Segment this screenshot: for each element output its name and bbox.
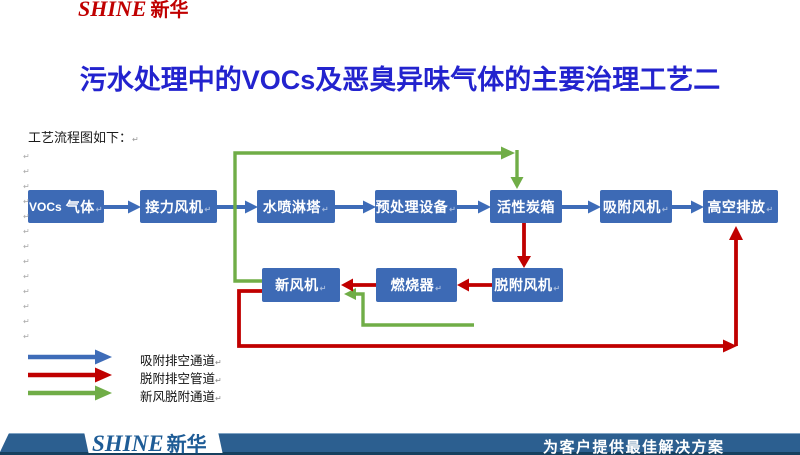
footer-logo-cn: 新华 (166, 434, 207, 455)
paragraph-mark: ↵ (23, 272, 30, 281)
paragraph-mark: ↵ (23, 152, 30, 161)
footer-corner-notch (0, 433, 9, 452)
paragraph-mark: ↵ (23, 182, 30, 191)
node-burner: 燃烧器↵ (376, 268, 457, 302)
node-adsorption-fan: 吸附风机↵ (600, 190, 672, 223)
legend-desorption: 脱附排空管道↵ (140, 372, 222, 386)
paragraph-mark: ↵ (23, 302, 30, 311)
node-desorption-fan: 脱附风机↵ (492, 268, 563, 302)
top-logo-cn: 新华 (150, 0, 189, 21)
paragraph-mark: ↵ (23, 242, 30, 251)
paragraph-mark: ↵ (23, 332, 30, 341)
paragraph-mark: ↵ (23, 227, 30, 236)
paragraph-mark: ↵ (23, 317, 30, 326)
paragraph-mark: ↵ (23, 257, 30, 266)
paragraph-mark: ↵ (23, 287, 30, 296)
node-water-spray-tower: 水喷淋塔↵ (257, 190, 335, 223)
footer-slogan: 为客户提供最佳解决方案 (543, 439, 725, 455)
paragraph-mark: ↵ (23, 197, 30, 206)
node-relay-fan: 接力风机↵ (140, 190, 217, 223)
paragraph-mark: ↵ (23, 167, 30, 176)
top-logo-shine: SHINE (78, 0, 147, 21)
footer-strip (0, 452, 800, 455)
node-pretreatment: 预处理设备↵ (375, 190, 457, 223)
flow-caption: 工艺流程图如下：↵ (28, 130, 139, 145)
footer-logo-shine: SHINE (92, 431, 164, 455)
legend-fresh-air: 新风脱附通道↵ (140, 390, 222, 404)
node-fresh-air-fan: 新风机↵ (262, 268, 340, 302)
node-high-altitude-discharge: 高空排放↵ (703, 190, 778, 223)
legend-adsorption: 吸附排空通道↵ (140, 354, 222, 368)
paragraph-mark: ↵ (23, 212, 30, 221)
page-title: 污水处理中的VOCs及恶臭异味气体的主要治理工艺二 (79, 65, 721, 95)
node-activated-carbon-box: 活性炭箱 (490, 190, 562, 223)
